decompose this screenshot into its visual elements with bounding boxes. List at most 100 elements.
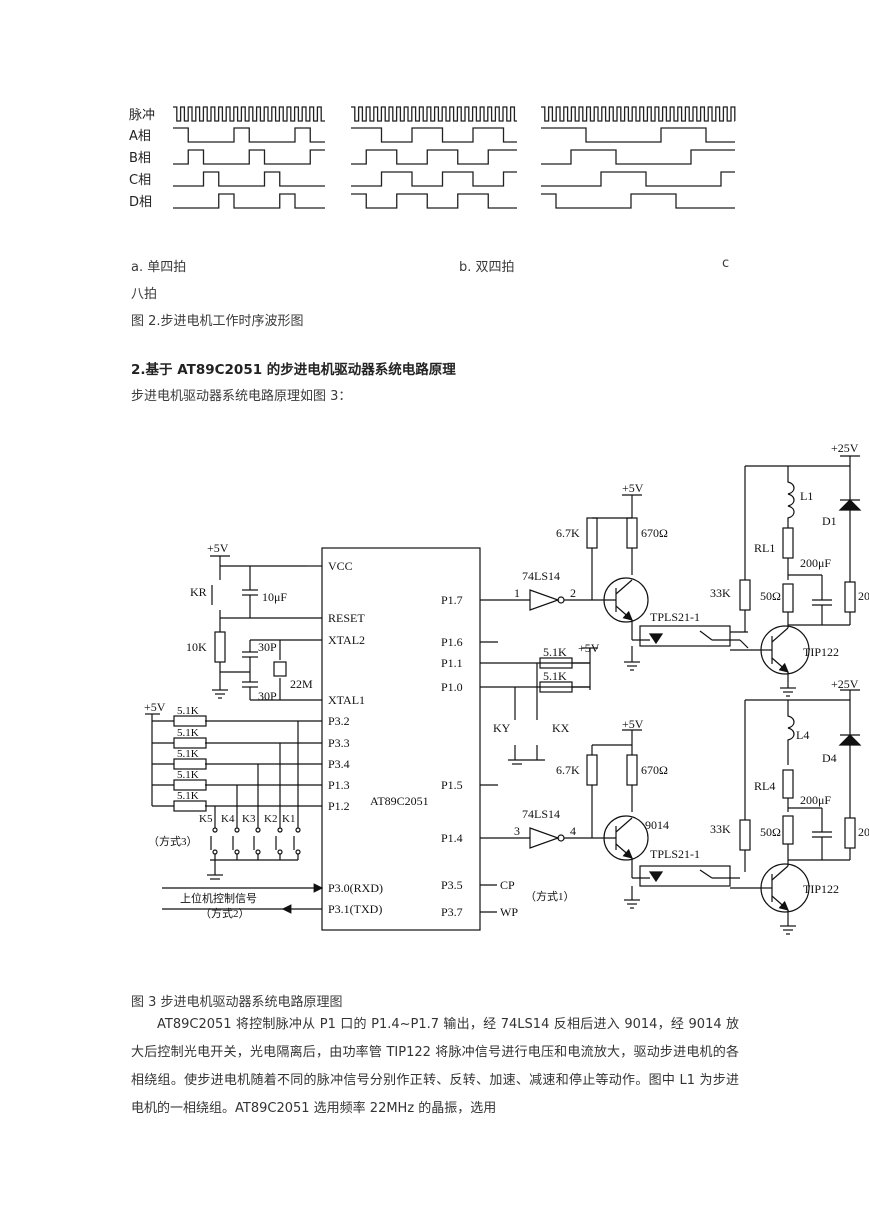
pin4-label: 4: [570, 824, 576, 838]
mode1-label: （方式1）: [525, 889, 575, 903]
mcu-right-pin-label: P1.7: [441, 593, 463, 607]
tip-bottom-label: TIP122: [803, 882, 839, 896]
waveform-figure: 脉冲 A相 B相 C相 D相: [129, 106, 736, 210]
phase-wave: [351, 193, 517, 209]
driver-top-supply-label: +5V: [622, 481, 644, 495]
tip-top-label: TIP122: [803, 645, 839, 659]
phase-wave: [173, 171, 325, 187]
xtal-label: 22M: [290, 677, 313, 691]
phase-wave: [173, 149, 325, 165]
mcu-chip: [321, 547, 481, 931]
mcu-left-pin-label: RESET: [328, 611, 365, 625]
mcu-left-pin-label: P3.0(RXD): [328, 881, 383, 895]
mcu-left-pin-label: P3.4: [328, 757, 350, 771]
inverter-bottom-label: 74LS14: [522, 807, 560, 821]
host-signal-label: 上位机控制信号: [180, 891, 257, 905]
phase-wave: [541, 171, 735, 187]
left-supply-label: +5V: [144, 700, 166, 714]
pullup-resistor: [173, 800, 207, 812]
resistor-label: 5.1K: [177, 705, 199, 717]
section-intro: 步进电机驱动器系统电路原理如图 3：: [131, 389, 352, 404]
phase-wave: [351, 127, 517, 143]
resistor-label: 5.1K: [177, 748, 199, 760]
mcu-left-pin-label: XTAL1: [328, 693, 365, 707]
figure3-caption: 图 3 步进电机驱动器系统电路原理图: [131, 995, 343, 1010]
phase-wave: [351, 171, 517, 187]
power-top-supply-label: +25V: [831, 441, 859, 455]
d4-label: D4: [822, 751, 837, 765]
c30p-b-label: 30P: [258, 689, 277, 703]
r33k-top-label: 33K: [710, 586, 731, 600]
key-label: K4: [221, 813, 235, 825]
mode3-label: （方式3）: [148, 834, 198, 848]
vcc-supply-label: +5V: [207, 541, 229, 555]
mcu-right-pin-label: P1.5: [441, 778, 463, 792]
key-label: K3: [242, 813, 256, 825]
r51k-p10-label: 5.1K: [543, 669, 567, 683]
r33k-bottom-label: 33K: [710, 822, 731, 836]
phase-wave: [173, 127, 325, 143]
kr-label: KR: [190, 585, 207, 599]
paragraph-text: AT89C2051 将控制脉冲从 P1 口的 P1.4~P1.7 输出，经 74…: [131, 1017, 739, 1116]
body-paragraph: AT89C2051 将控制脉冲从 P1 口的 P1.4~P1.7 输出，经 74…: [131, 1011, 739, 1123]
mcu-right-pin-label: P3.7: [441, 905, 463, 919]
phase-wave: [541, 149, 735, 165]
mcu-right-pin-label: P1.6: [441, 635, 463, 649]
r670-top-label: 670Ω: [641, 526, 668, 540]
driver-bottom-supply-label: +5V: [622, 717, 644, 731]
pullup-resistor: [173, 715, 207, 727]
key-label: K2: [264, 813, 277, 825]
mcu-left-pin-label: P3.3: [328, 736, 350, 750]
wave-row-label: A相: [129, 129, 151, 144]
caption-c: c: [722, 256, 730, 271]
key-label: K5: [199, 813, 213, 825]
r10k-label: 10K: [186, 640, 207, 654]
opto-bottom-label: TPLS21-1: [650, 847, 700, 861]
p1-supply-label: +5V: [578, 641, 600, 655]
r51k-p11-label: 5.1K: [543, 645, 567, 659]
r67k-top-label: 6.7K: [556, 526, 580, 540]
r20-bottom-label: 20: [858, 825, 869, 839]
c200-bottom-label: 200μF: [800, 793, 831, 807]
clock-wave: [173, 106, 325, 122]
power-bottom-supply-label: +25V: [831, 677, 859, 691]
resistor-label: 5.1K: [177, 769, 199, 781]
mcu-right-pin-label: P1.1: [441, 656, 463, 670]
mcu-left-pin-label: VCC: [328, 559, 353, 573]
caption-b: b. 双四拍: [459, 260, 515, 275]
resistor-label: 5.1K: [177, 727, 199, 739]
mcu-left-pin-label: P3.2: [328, 714, 350, 728]
clock-wave: [351, 106, 517, 122]
inverter-top-label: 74LS14: [522, 569, 560, 583]
wave-row-label: D相: [129, 195, 152, 210]
caption-a: a. 单四拍: [131, 260, 187, 275]
mcu-name-label: AT89C2051: [370, 794, 429, 808]
r670-bottom-label: 670Ω: [641, 763, 668, 777]
wave-row-label: B相: [129, 151, 151, 166]
phase-wave: [541, 193, 735, 209]
l4-label: L4: [796, 728, 809, 742]
section-heading: 2.基于 AT89C2051 的步进电机驱动器系统电路原理: [131, 358, 456, 378]
mcu-left-pin-label: P1.2: [328, 799, 350, 813]
pin2-label: 2: [570, 586, 576, 600]
clock-wave: [541, 106, 736, 122]
mcu-left-pin-label: XTAL2: [328, 633, 365, 647]
rl1-label: RL1: [754, 541, 775, 555]
l1-label: L1: [800, 489, 813, 503]
mcu-right-pin-label: P3.5: [441, 878, 463, 892]
phase-wave: [541, 127, 735, 143]
pullup-resistor: [173, 758, 207, 770]
rl4-label: RL4: [754, 779, 775, 793]
wave-row-label: 脉冲: [129, 108, 155, 123]
kx-label: KX: [552, 721, 570, 735]
resistor-label: 5.1K: [177, 790, 199, 802]
wave-row-label: C相: [129, 173, 151, 188]
opto-top-label: TPLS21-1: [650, 610, 700, 624]
caption-c-wrap: 八拍: [131, 287, 158, 302]
cp-label: CP: [500, 878, 515, 892]
d1-label: D1: [822, 514, 837, 528]
phase-wave: [351, 149, 517, 165]
c30p-a-label: 30P: [258, 640, 277, 654]
mode2-label: （方式2）: [200, 906, 250, 920]
